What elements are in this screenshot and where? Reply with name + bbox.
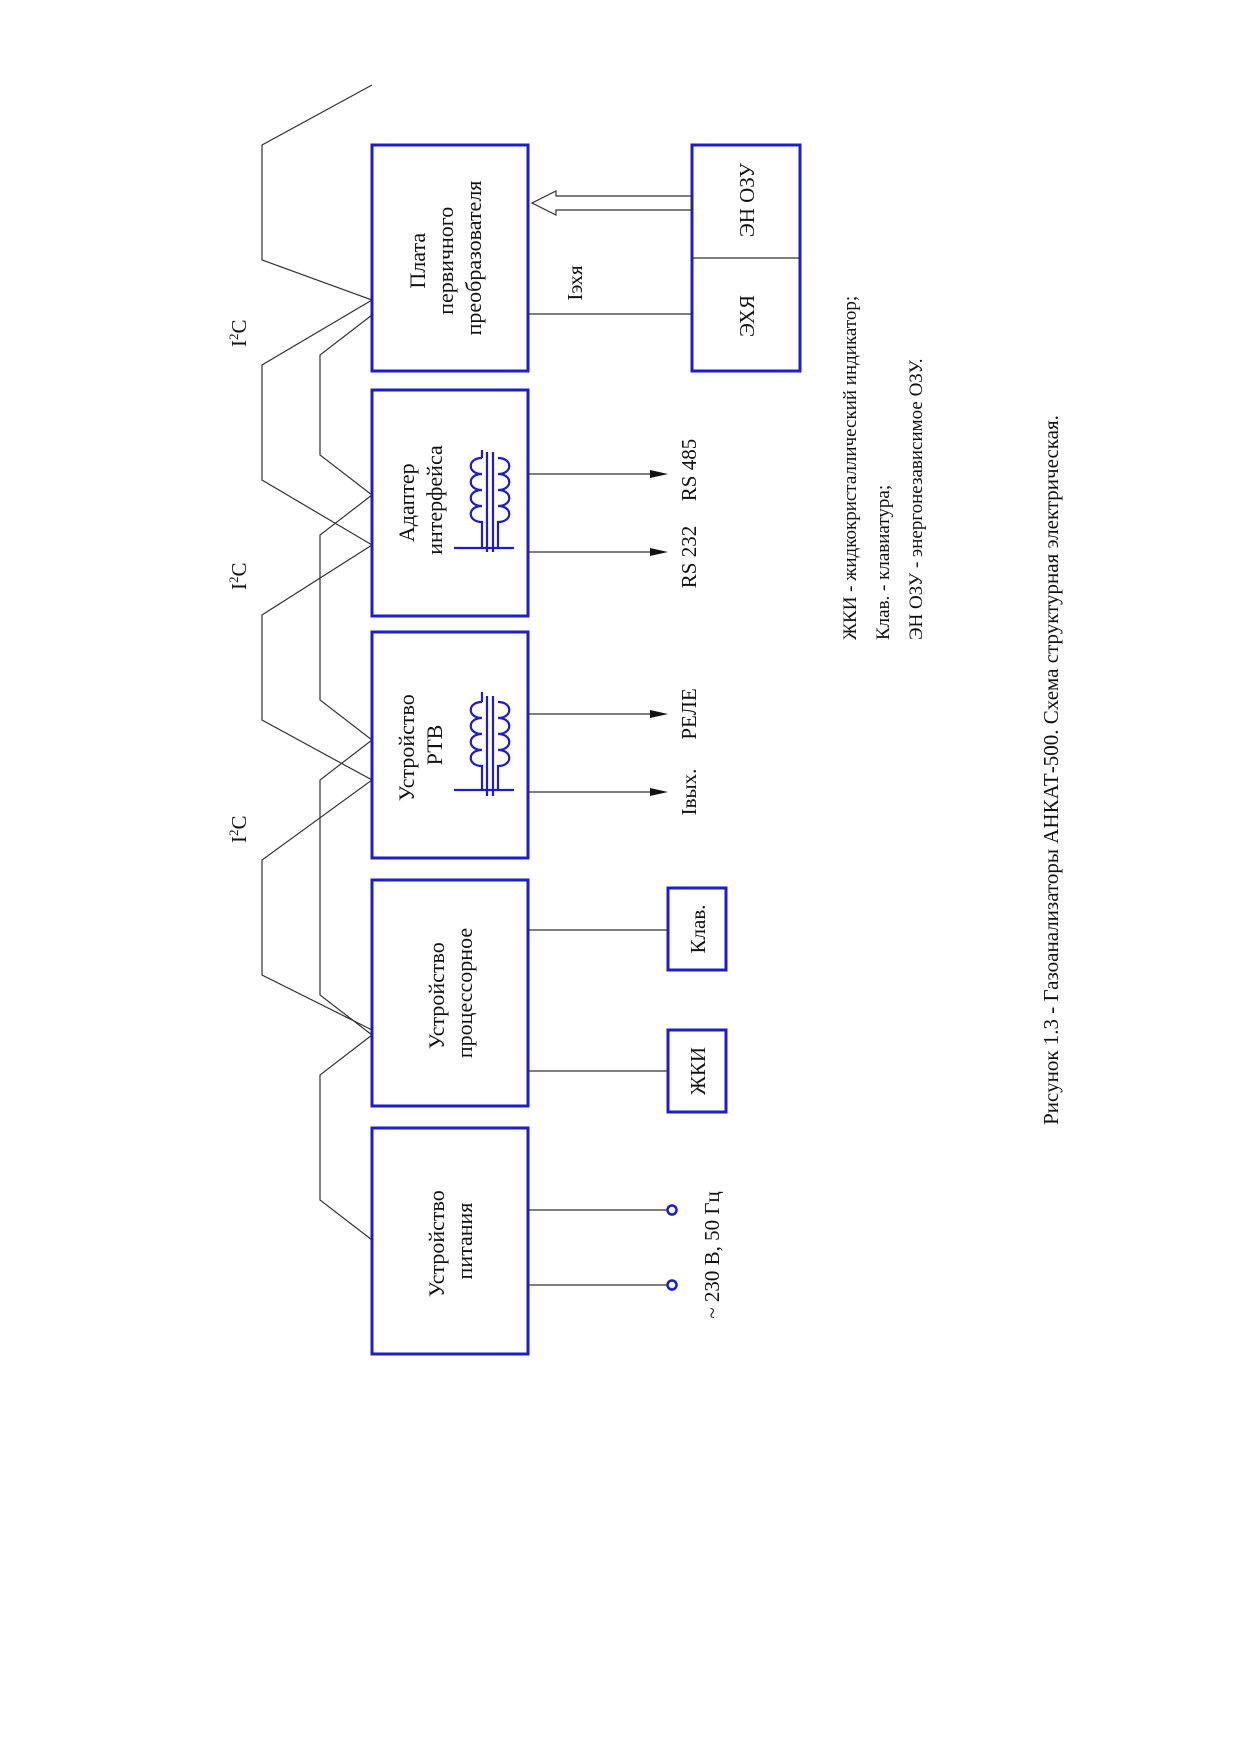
block-processor: Устройство процессорное [370, 878, 530, 1108]
rele-label: РЕЛЕ [677, 688, 701, 739]
mains-terminal-2 [666, 1279, 678, 1291]
mains-input: ~ 230 В, 50 Гц [528, 1191, 724, 1319]
svg-text:Устройство питания: Устройство питания [424, 1185, 477, 1297]
lcd-label: ЖКИ [686, 1047, 710, 1095]
keyboard: Клав. [528, 886, 728, 972]
ehya-label: ЭХЯ [735, 295, 759, 337]
block-plate-line-3: преобразователя [461, 181, 486, 336]
figure-caption: Рисунок 1.3 - Газоанализаторы АНКАТ-500.… [1039, 415, 1063, 1125]
svg-text:Устройство процессорное: Устройство процессорное [424, 928, 477, 1058]
i2c-labels: I2C I2C I2C [226, 319, 251, 843]
block-primary-converter-plate: Плата первичного преобразователя [370, 143, 530, 373]
svg-text:Адаптер интерфейса: Адаптер интерфейса [394, 445, 447, 555]
svg-text:Плата первичного п: Плата первичного преобразователя [405, 181, 486, 336]
sensor-memory-box: ЭХЯ ЭН ОЗУ Iэхя [528, 143, 802, 373]
block-rtv-line-1: Устройство [394, 694, 419, 801]
adapter-outputs: RS 485 RS 232 [528, 439, 701, 588]
rtv-outputs: РЕЛЕ Iвых. [528, 688, 701, 815]
block-rtv-line-2: РТВ [422, 725, 447, 766]
legend-line-3: ЭН ОЗУ - энергонезависимое ОЗУ. [906, 359, 927, 640]
block-plate-line-2: первичного [433, 207, 458, 315]
legend-line-1: ЖКИ - жидкокристаллический индикатор; [840, 296, 861, 640]
rs232-label: RS 232 [677, 526, 701, 588]
iehya-label: Iэхя [563, 265, 587, 301]
i2c-bus-wiring [261, 84, 374, 1241]
keyboard-label: Клав. [686, 905, 710, 954]
transformer-adapter-icon [454, 450, 514, 552]
block-processor-line-1: Устройство [424, 942, 449, 1049]
lcd-indicator: ЖКИ [528, 1028, 728, 1114]
transformer-rtv-icon [454, 692, 514, 796]
block-adapter-line-2: интерфейса [422, 445, 447, 555]
legend: ЖКИ - жидкокристаллический индикатор; Кл… [840, 296, 927, 640]
block-power-line-2: питания [452, 1203, 477, 1280]
block-processor-line-2: процессорное [452, 928, 477, 1058]
en-ozu-label: ЭН ОЗУ [735, 163, 759, 237]
svg-text:Устройство РТВ: Устройство РТВ [394, 689, 447, 801]
block-rtv: Устройство РТВ [370, 630, 530, 860]
block-power-supply: Устройство питания [370, 1126, 530, 1356]
legend-line-2: Клав. - клавиатура; [873, 485, 894, 640]
block-power-line-1: Устройство [424, 1190, 449, 1297]
ivyh-label: Iвых. [677, 769, 701, 816]
i2c-label-2: I2C [226, 562, 251, 590]
i2c-label-1: I2C [226, 319, 251, 347]
i2c-label-3: I2C [226, 815, 251, 843]
block-plate-line-1: Плата [405, 233, 430, 289]
block-adapter-line-1: Адаптер [394, 463, 419, 542]
rs485-label: RS 485 [677, 439, 701, 501]
mains-label: ~ 230 В, 50 Гц [700, 1191, 724, 1319]
mains-terminal-1 [666, 1204, 678, 1216]
block-adapter: Адаптер интерфейса [370, 388, 530, 618]
memory-bus-arrow-icon [530, 190, 693, 216]
